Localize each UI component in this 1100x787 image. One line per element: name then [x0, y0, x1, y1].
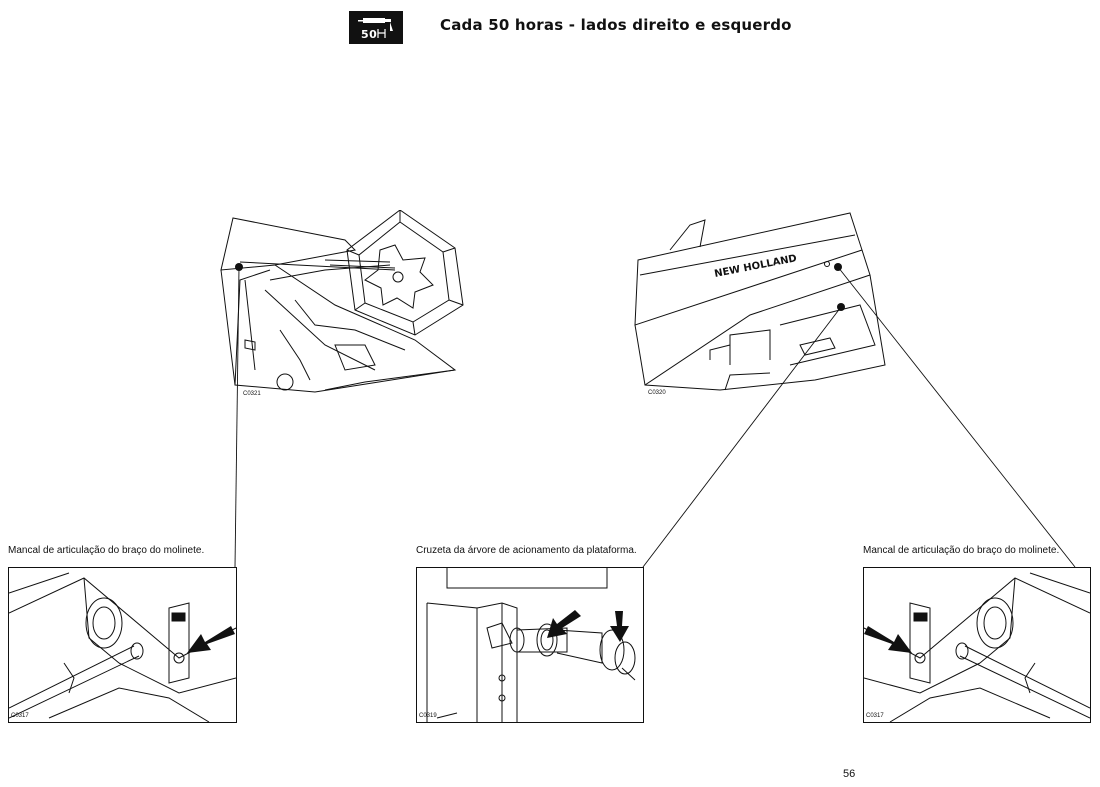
detail-caption-1: Mancal de articulação do braço do moline… [8, 545, 205, 556]
machine-left-illustration: C0321 [220, 210, 464, 397]
machine-left-code: C0321 [243, 391, 261, 397]
detail-photo-3: C0317 [863, 567, 1091, 723]
page-title: Cada 50 horas - lados direito e esquerdo [440, 16, 792, 34]
grease-gun-icon [358, 18, 393, 31]
interval-badge: 50 [349, 11, 403, 44]
hour-glyph-icon [377, 29, 386, 38]
detail-code-1: C0317 [11, 713, 29, 719]
detail-caption-2: Cruzeta da árvore de acionamento da plat… [416, 545, 637, 556]
page-number: 56 [843, 768, 856, 780]
detail-code-2: C0319 [419, 713, 437, 719]
detail-photo-1: C0317 [8, 567, 237, 723]
detail-code-3: C0317 [866, 713, 884, 719]
detail-photo-2: C0319 [416, 567, 644, 723]
detail-caption-3: Mancal de articulação do braço do moline… [863, 545, 1060, 556]
machine-right-illustration: NEW HOLLAND C0320 [634, 212, 886, 396]
machine-right-code: C0320 [648, 390, 666, 396]
interval-hours: 50 [361, 28, 378, 41]
